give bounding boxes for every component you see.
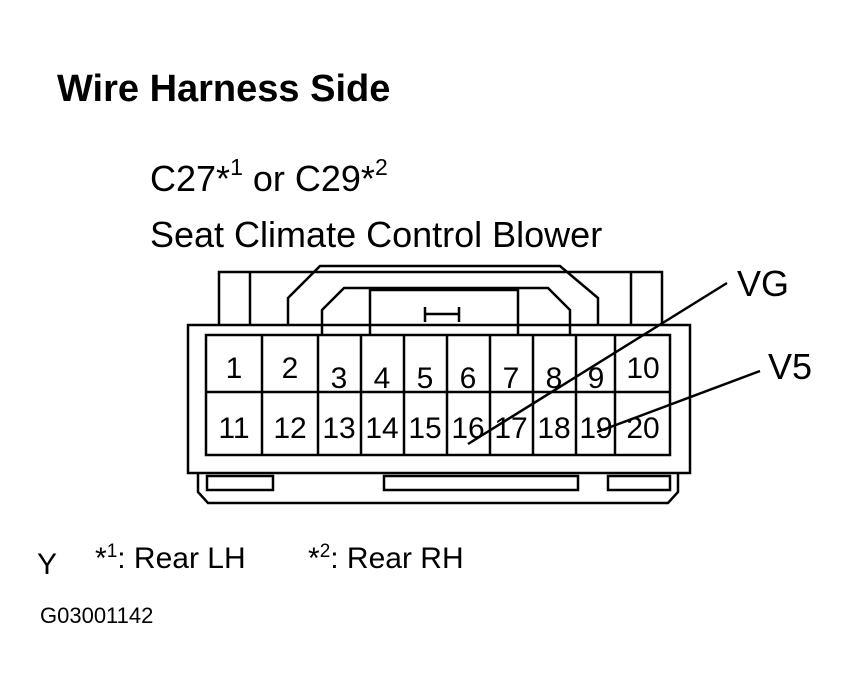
footnote-rear-lh: *1: Rear LH	[95, 542, 246, 576]
pin-number: 13	[322, 412, 355, 445]
pin-number: 15	[408, 412, 441, 445]
lead-line-vg	[467, 281, 728, 446]
connector-name: Seat Climate Control Blower	[150, 214, 603, 255]
connector-id-sup2: 2	[374, 154, 388, 180]
connector-id-part1: C27*	[150, 158, 231, 199]
pin-number: 18	[537, 412, 570, 445]
footnote-2-sup: 2	[319, 541, 331, 562]
pin-number: 6	[460, 362, 477, 395]
pin-number: 12	[273, 412, 306, 445]
pin-number: 4	[374, 362, 391, 395]
pin-number: 1	[226, 352, 243, 385]
housing-body	[186, 323, 692, 475]
ledge-slot-center	[382, 474, 580, 492]
figure-code: G03001142	[40, 603, 154, 628]
connector-id-sup1: 1	[230, 154, 243, 180]
pin-number: 20	[626, 412, 659, 445]
housing-bottom-ledge	[196, 473, 680, 505]
pin-number: 11	[218, 412, 249, 445]
footnote-rear-rh: *2: Rear RH	[308, 542, 464, 576]
signal-label-v5: V5	[768, 346, 812, 387]
lock-tab-outer	[286, 264, 600, 325]
connector-id: C27*1 or C29*2	[150, 156, 388, 200]
housing-shroud	[217, 270, 664, 325]
pin-number: 3	[331, 362, 348, 395]
signal-label-vg: VG	[737, 263, 789, 304]
pin-number: 7	[503, 362, 520, 395]
pin-number: 14	[365, 412, 398, 445]
page-title: Wire Harness Side	[57, 68, 391, 110]
pin-number: 10	[626, 352, 659, 385]
footnote-2-text: : Rear RH	[330, 542, 464, 575]
latch-frame	[368, 288, 520, 335]
lock-tab-inner	[320, 286, 572, 335]
connector-id-mid: or C29*	[242, 158, 375, 199]
footnote-1-sup: 1	[106, 541, 118, 562]
pin-number: 5	[417, 362, 434, 395]
footnote-marker: Y	[37, 548, 58, 581]
footnote-1-prefix: *	[95, 542, 107, 575]
pin-number: 2	[282, 352, 299, 385]
terminal-area	[204, 333, 672, 457]
ledge-slot-left	[205, 474, 275, 492]
connector-housing	[186, 264, 692, 505]
lead-line-v5	[596, 369, 761, 434]
footnote-1-text: : Rear LH	[117, 542, 246, 575]
pin-number: 9	[588, 362, 605, 395]
ledge-slot-right	[606, 474, 672, 492]
pin-number: 16	[451, 412, 484, 445]
footnote-2-prefix: *	[308, 542, 320, 575]
